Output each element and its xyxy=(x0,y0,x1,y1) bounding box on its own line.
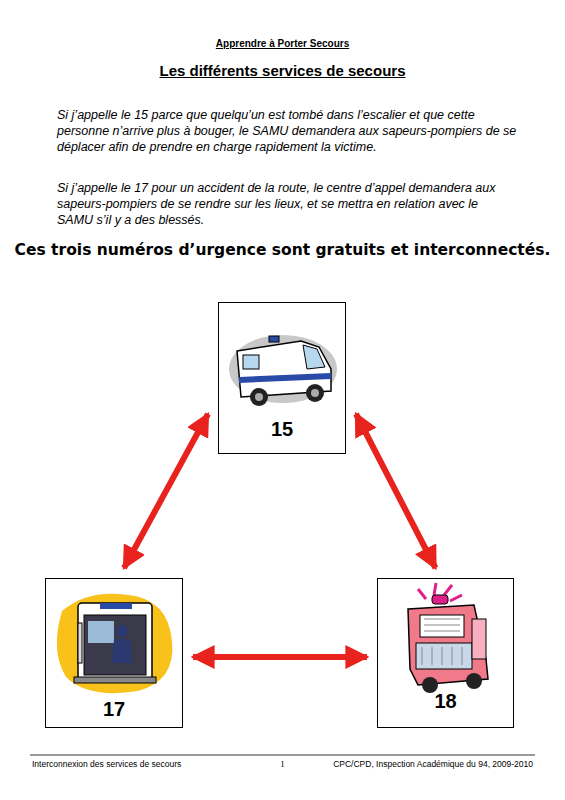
double-arrow xyxy=(193,654,367,660)
vehicle-illustration xyxy=(378,579,510,701)
vehicle-illustration xyxy=(219,311,351,433)
emergency-number: 15 xyxy=(219,418,345,441)
title: Les différents services de secours xyxy=(0,62,565,79)
service-box: 15 xyxy=(218,302,346,454)
double-arrow xyxy=(124,414,208,568)
footer-text: Interconnexion des services de secours xyxy=(32,759,181,769)
service-box: 18 xyxy=(377,578,514,728)
paragraph: Si j’appelle le 17 pour un accident de l… xyxy=(57,180,517,228)
header-text: Apprendre à Porter Secours xyxy=(0,38,565,49)
emergency-number: 18 xyxy=(378,690,513,713)
footer-text: CPC/CPD, Inspection Académique du 94, 20… xyxy=(333,759,533,769)
service-box: 17 xyxy=(45,578,183,728)
double-arrow xyxy=(356,414,436,568)
paragraph: Si j’appelle le 15 parce que quelqu’un e… xyxy=(57,107,517,155)
footer-rule xyxy=(30,755,535,756)
vehicle-illustration xyxy=(48,581,180,703)
emergency-number: 17 xyxy=(46,698,182,721)
key-sentence: Ces trois numéros d’urgence sont gratuit… xyxy=(0,241,565,259)
